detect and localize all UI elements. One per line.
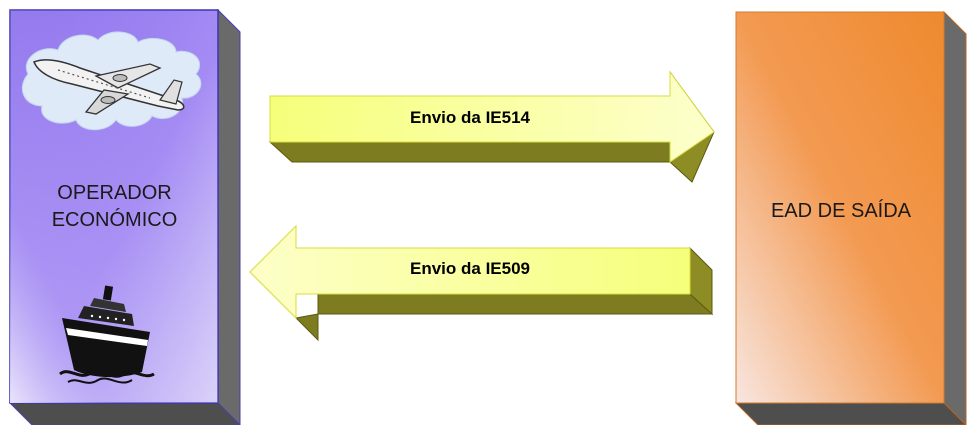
operador-economico-label: OPERADOR ECONÓMICO [12, 180, 217, 234]
airplane-icon [21, 31, 202, 131]
ead-de-saida-box [734, 10, 967, 425]
ship-icon [59, 285, 155, 384]
ead-de-saida-label: EAD DE SAÍDA [770, 200, 912, 222]
operador-label-line2: ECONÓMICO [51, 209, 178, 231]
arrow-ie509 [249, 224, 714, 342]
operador-label-line1: OPERADOR [57, 182, 172, 204]
arrow-ie514 [268, 70, 715, 183]
arrow-ie509-label: Envio da IE509 [410, 259, 530, 278]
arrow-ie514-label: Envio da IE514 [410, 108, 530, 127]
